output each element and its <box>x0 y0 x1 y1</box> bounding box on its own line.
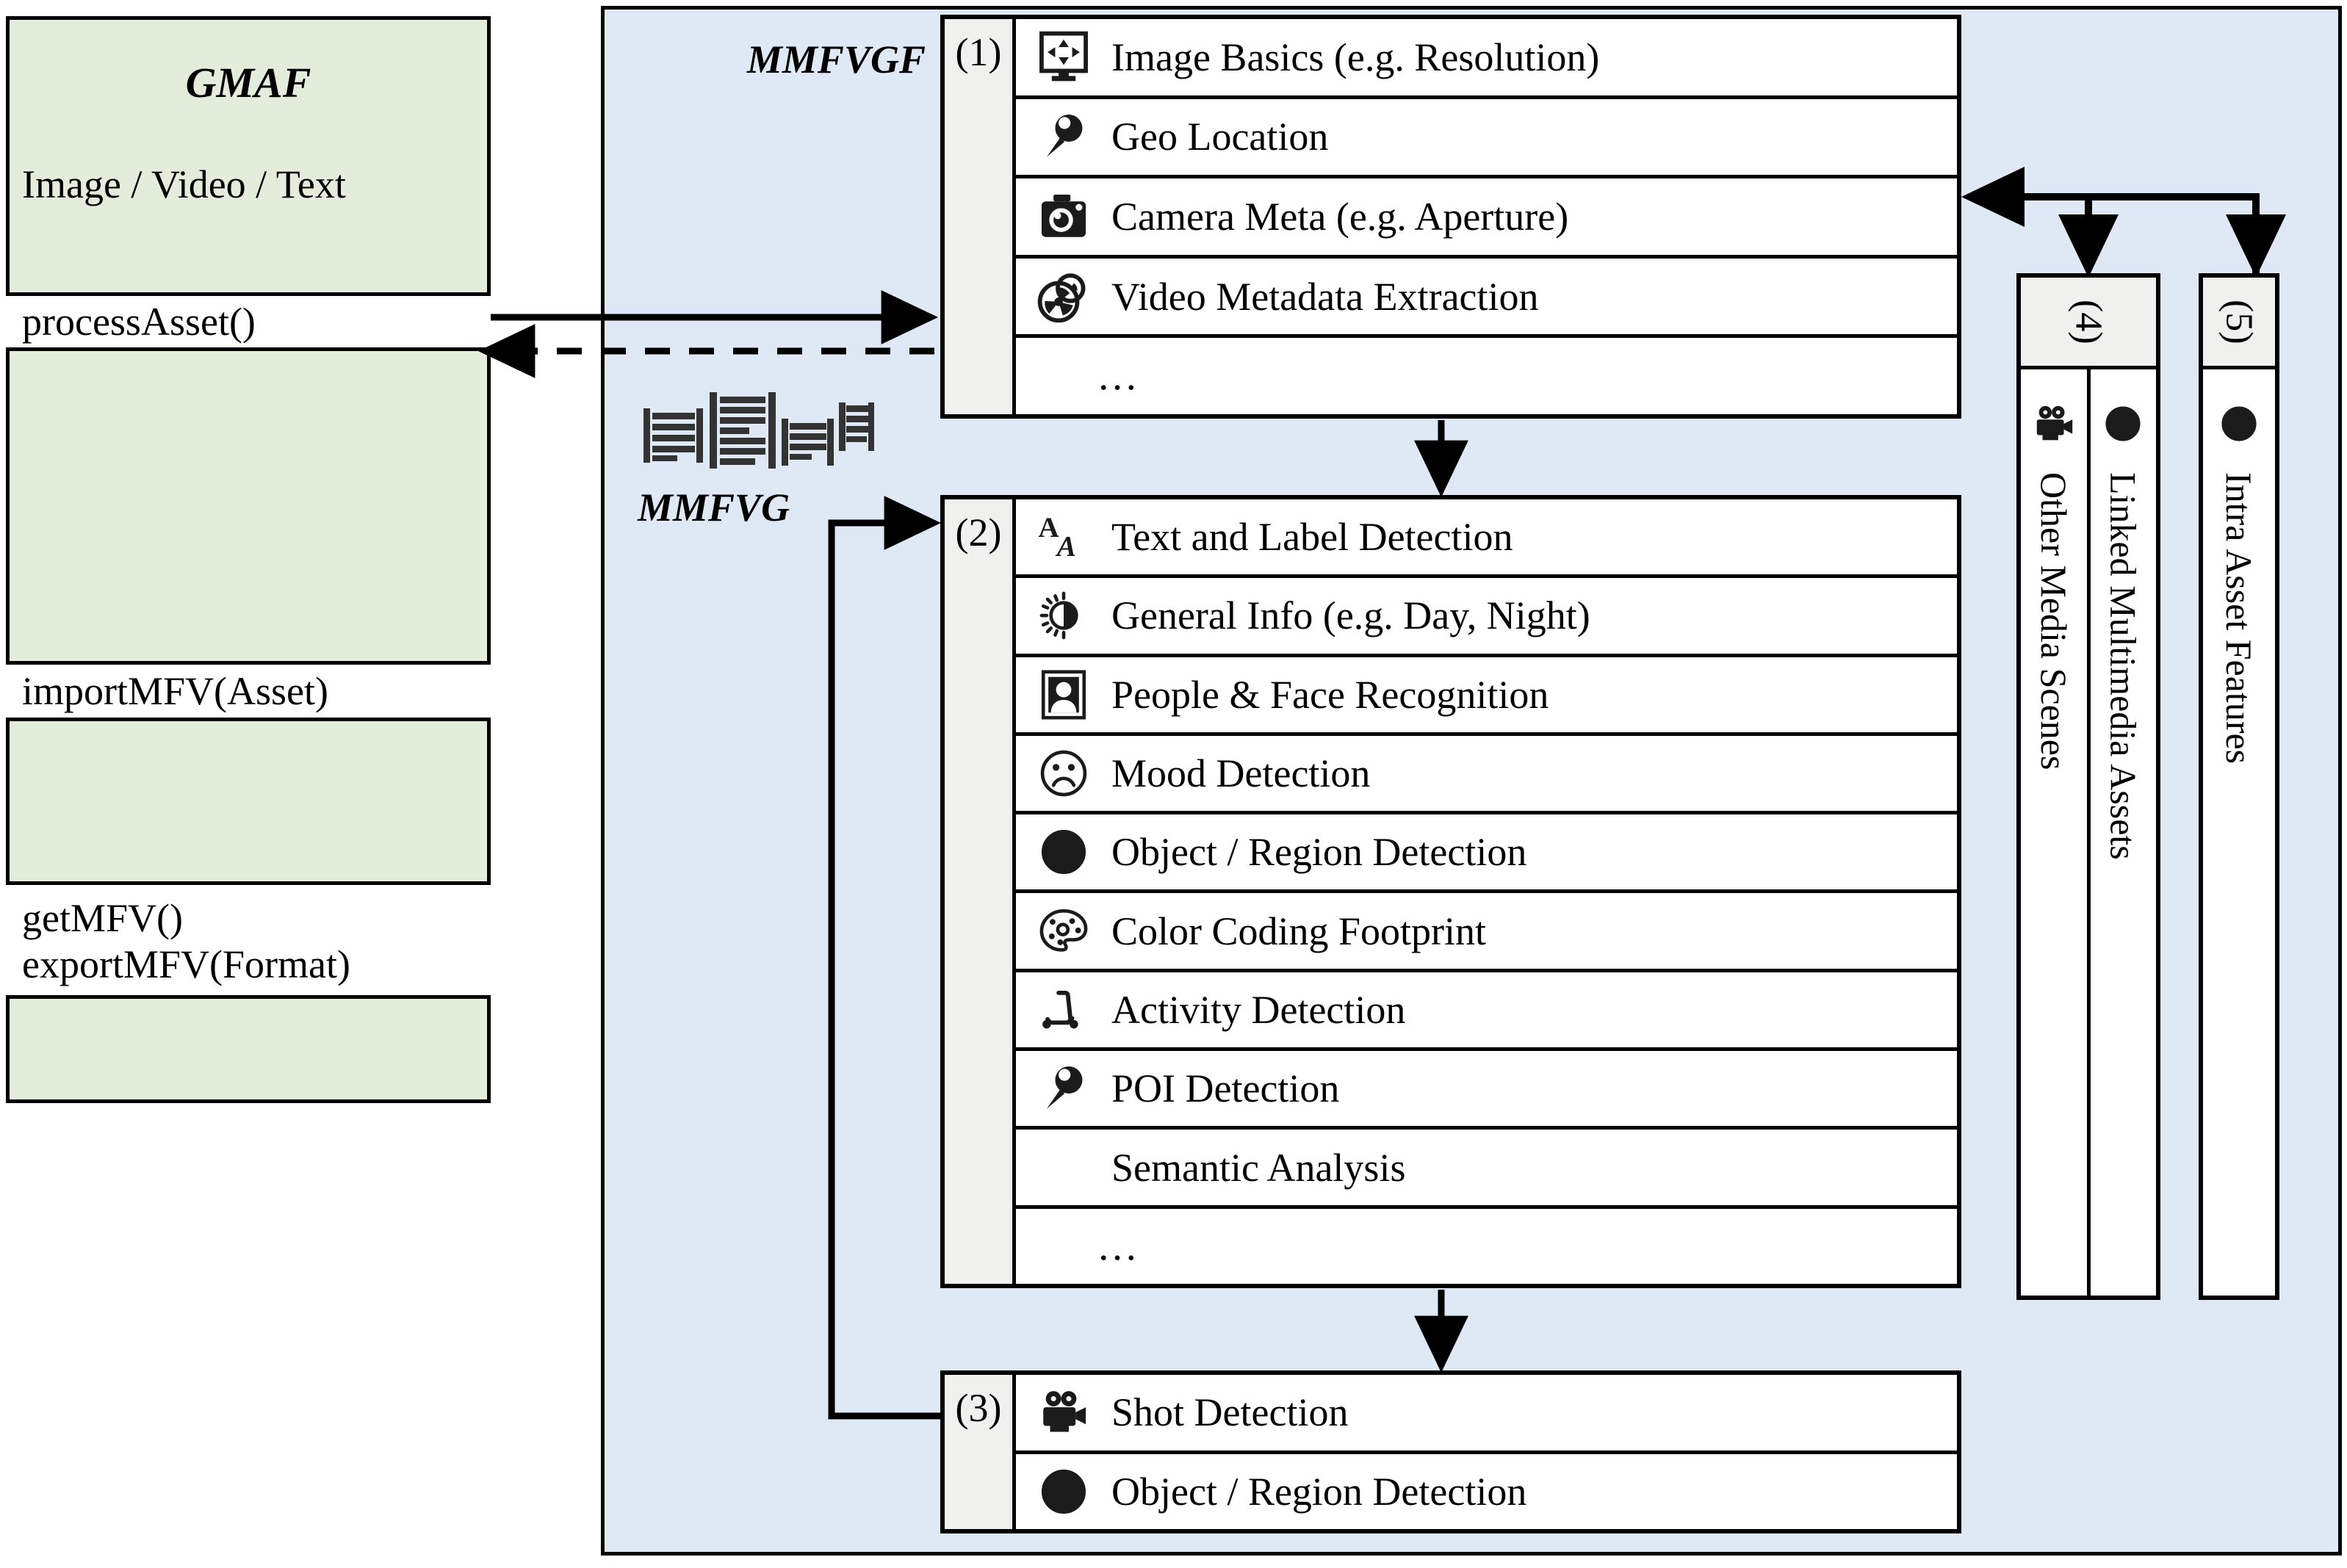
list-item[interactable]: POI Detection <box>1016 1051 1957 1130</box>
sphere-object-icon <box>1016 1464 1111 1519</box>
side-box-5: (5) Intra Asset Features <box>2199 273 2279 1300</box>
section-2-number: (2) <box>945 499 1016 1284</box>
side-box-4-number: (4) <box>2021 278 2156 369</box>
list-item[interactable]: Activity Detection <box>1016 972 1957 1052</box>
list-item-ellipsis: … <box>1016 1208 1957 1284</box>
movie-camera-icon <box>2031 386 2077 462</box>
sphere-object-icon <box>2102 386 2144 462</box>
list-item-label: Semantic Analysis <box>1111 1145 1406 1190</box>
movie-camera-icon <box>1016 1385 1111 1439</box>
map-pin-icon <box>1016 109 1111 164</box>
gmaf-method-import-mfv-label: importMFV(Asset) <box>22 669 328 713</box>
gmaf-title: GMAF <box>185 58 311 106</box>
list-item-label: People & Face Recognition <box>1111 672 1549 717</box>
section-1: (1) Image Basics (e.g. Resolution) Geo L… <box>940 15 1961 419</box>
list-item[interactable]: Geo Location <box>1016 98 1957 179</box>
side-box-4-column-label: Other Media Scenes <box>2033 472 2074 770</box>
list-item-label: Object / Region Detection <box>1111 1469 1527 1514</box>
list-item-label: … <box>1097 1223 1142 1269</box>
gmaf-method-get-export-mfv[interactable]: getMFV() exportMFV(Format) <box>6 881 491 999</box>
mmfvg-title: MMFVG <box>638 485 790 530</box>
list-item[interactable]: Shot Detection <box>1016 1375 1957 1454</box>
list-item-label: Object / Region Detection <box>1111 830 1527 875</box>
map-pin-icon <box>1016 1061 1111 1116</box>
list-item[interactable]: Color Coding Footprint <box>1016 893 1957 972</box>
list-item[interactable]: Camera Meta (e.g. Aperture) <box>1016 178 1957 259</box>
gmaf-method-import-mfv[interactable]: importMFV(Asset) <box>6 661 491 721</box>
section-3-number: (3) <box>945 1375 1016 1529</box>
portrait-person-icon <box>1016 668 1111 722</box>
list-item[interactable]: Image Basics (e.g. Resolution) <box>1016 19 1957 99</box>
list-item-label: Video Metadata Extraction <box>1111 274 1539 319</box>
list-item[interactable]: Semantic Analysis <box>1016 1130 1957 1209</box>
section-3: (3) Shot Detection Object / Region Detec… <box>940 1370 1961 1533</box>
multi-document-graph-icon <box>639 389 874 470</box>
side-box-4-column-other-media-scenes[interactable]: Other Media Scenes <box>2021 369 2087 1296</box>
sad-face-icon <box>1016 746 1111 801</box>
list-item-label: Mood Detection <box>1111 751 1371 796</box>
film-reel-icon <box>1016 270 1111 324</box>
list-item[interactable]: Mood Detection <box>1016 735 1957 815</box>
sphere-object-icon <box>2218 386 2260 462</box>
sphere-object-icon <box>1016 825 1111 879</box>
section-1-number: (1) <box>945 19 1016 414</box>
brightness-day-night-icon <box>1016 588 1111 643</box>
gmaf-subtitle: Image / Video / Text <box>22 162 346 206</box>
list-item-label: General Info (e.g. Day, Night) <box>1111 593 1590 638</box>
gmaf-method-get-mfv-label: getMFV() <box>22 896 183 941</box>
list-item-label: Shot Detection <box>1111 1390 1349 1435</box>
list-item[interactable]: Video Metadata Extraction <box>1016 258 1957 339</box>
list-item-label: Text and Label Detection <box>1111 515 1513 560</box>
side-box-4-column-linked-multimedia-assets[interactable]: Linked Multimedia Assets <box>2086 369 2156 1296</box>
list-item[interactable]: Object / Region Detection <box>1016 1453 1957 1529</box>
list-item-ellipsis: … <box>1016 338 1957 414</box>
list-item[interactable]: Object / Region Detection <box>1016 814 1957 894</box>
side-box-5-number: (5) <box>2203 278 2275 369</box>
list-item-label: POI Detection <box>1111 1066 1340 1111</box>
svg-text:A: A <box>1055 530 1076 563</box>
list-item-label: Geo Location <box>1111 115 1329 159</box>
monitor-resize-icon <box>1016 30 1111 84</box>
list-item-label: Image Basics (e.g. Resolution) <box>1111 35 1600 79</box>
gmaf-method-export-mfv-label: exportMFV(Format) <box>22 942 350 986</box>
side-box-4: (4) Other Media Scenes Linked Multimedia… <box>2016 273 2160 1300</box>
gmaf-method-process-asset[interactable]: processAsset() <box>6 292 491 351</box>
mmfvgf-title: MMFVGF <box>746 37 926 82</box>
side-box-5-column-label: Intra Asset Features <box>2218 472 2260 765</box>
list-item-label: Activity Detection <box>1111 987 1406 1032</box>
scooter-icon <box>1016 983 1111 1037</box>
list-item-label: Camera Meta (e.g. Aperture) <box>1111 194 1569 239</box>
svg-text:A: A <box>1038 511 1059 543</box>
list-item[interactable]: People & Face Recognition <box>1016 657 1957 736</box>
camera-icon <box>1016 189 1111 244</box>
side-box-4-column-label: Linked Multimedia Assets <box>2102 472 2144 860</box>
list-item-label: … <box>1097 353 1142 400</box>
gmaf-method-process-asset-label: processAsset() <box>22 300 256 344</box>
color-palette-icon <box>1016 904 1111 958</box>
side-box-5-column-intra-asset-features[interactable]: Intra Asset Features <box>2203 369 2275 1296</box>
list-item-label: Color Coding Footprint <box>1111 908 1487 953</box>
list-item[interactable]: General Info (e.g. Day, Night) <box>1016 578 1957 657</box>
